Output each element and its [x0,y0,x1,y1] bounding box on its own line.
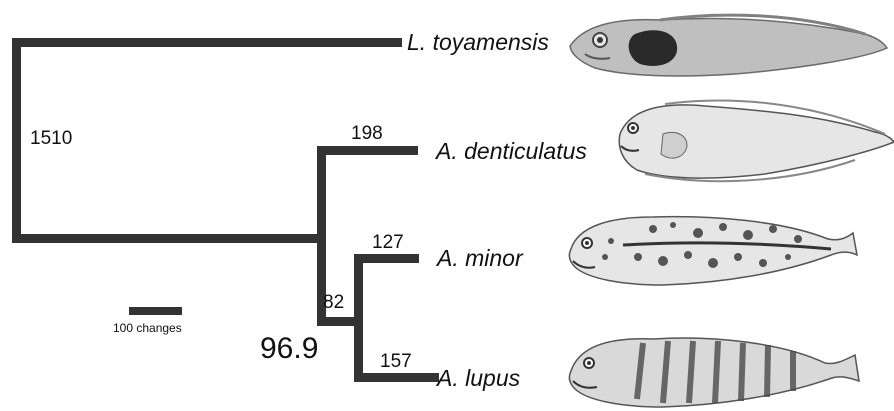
taxon-label-a-minor: A. minor [437,247,523,270]
scale-bar-label: 100 changes [113,322,182,334]
branch-length-l-toyamensis: 1510 [30,129,72,148]
root-vertical-branch [12,38,21,242]
l-toyamensis-branch [12,38,402,47]
minor-lupus-vertical-branch [354,254,363,382]
taxon-label-l-toyamensis: L. toyamensis [407,31,549,54]
taxon-label-a-lupus: A. lupus [437,367,520,390]
branch-length-internal: 82 [323,293,344,312]
fish-image-a-minor [563,205,863,295]
fish-image-l-toyamensis [565,6,890,86]
scale-bar [129,307,182,315]
support-value: 96.9 [260,334,318,364]
fish-image-a-denticulatus [605,94,894,190]
a-denticulatus-branch [317,146,418,155]
branch-length-a-minor: 127 [372,233,404,252]
fish-image-a-lupus [563,327,863,411]
a-minor-branch [354,254,419,263]
a-lupus-branch [354,373,439,382]
taxon-label-a-denticulatus: A. denticulatus [436,140,587,163]
branch-length-a-lupus: 157 [380,352,412,371]
branch-length-a-denticulatus: 198 [351,124,383,143]
anarhichas-stem-branch [12,234,326,243]
